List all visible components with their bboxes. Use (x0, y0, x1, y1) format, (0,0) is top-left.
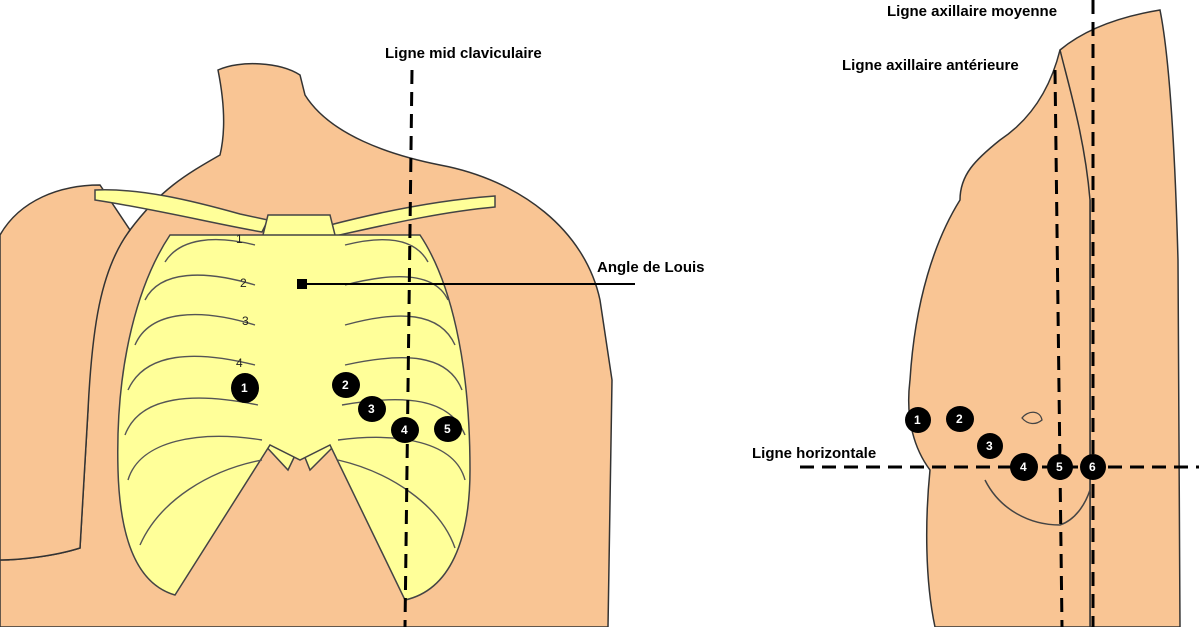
rib-number-1: 1 (236, 232, 243, 246)
angle-louis-label: Angle de Louis (597, 259, 705, 276)
breast-contour (984, 479, 1091, 526)
left-clavicle (94, 189, 270, 233)
svg-text:2: 2 (342, 378, 349, 392)
svg-text:5: 5 (444, 422, 451, 436)
rib-number-4: 4 (236, 356, 243, 370)
rib-number-2: 2 (240, 276, 247, 290)
side-electrode-4: 4 (1010, 453, 1038, 481)
rib-number-3: 3 (242, 314, 249, 328)
svg-text:4: 4 (1020, 460, 1027, 474)
mid-clavicular-line (403, 69, 414, 628)
side-electrode-1: 1 (905, 407, 931, 433)
svg-text:5: 5 (1056, 460, 1063, 474)
front-electrode-3: 3 (358, 396, 386, 422)
side-electrode-3: 3 (977, 433, 1003, 459)
front-electrode-5: 5 (434, 416, 462, 442)
side-electrode-2: 2 (946, 406, 974, 432)
svg-text:3: 3 (986, 439, 993, 453)
nipple (1021, 411, 1043, 425)
front-left-shoulder (0, 184, 131, 561)
front-electrodes: 1 2 3 4 5 (231, 372, 462, 443)
front-view: 1 2 3 4 Ligne mid claviculaire Angle de … (0, 45, 705, 628)
right-clavicle (328, 195, 496, 237)
front-electrode-2: 2 (332, 372, 360, 398)
side-view: Ligne axillaire moyenne Ligne axillaire … (752, 0, 1199, 628)
front-electrode-4: 4 (391, 417, 419, 443)
side-electrodes: 1 2 3 4 5 6 (905, 406, 1106, 481)
axillary-anterior-label: Ligne axillaire antérieure (842, 57, 1019, 74)
svg-text:4: 4 (401, 423, 408, 437)
axillary-anterior-line (1053, 69, 1064, 628)
front-electrode-1: 1 (231, 373, 259, 403)
svg-text:1: 1 (241, 381, 248, 395)
axillary-middle-label: Ligne axillaire moyenne (887, 3, 1057, 20)
side-electrode-5: 5 (1047, 454, 1073, 480)
side-electrode-6: 6 (1080, 454, 1106, 480)
svg-text:6: 6 (1089, 460, 1096, 474)
svg-text:2: 2 (956, 412, 963, 426)
rib-cage (117, 234, 471, 601)
svg-text:1: 1 (914, 413, 921, 427)
horizontal-label: Ligne horizontale (752, 445, 876, 462)
rib-numbers: 1 2 3 4 (236, 232, 249, 370)
svg-text:3: 3 (368, 402, 375, 416)
side-torso (907, 49, 1091, 628)
mid-clavicular-label: Ligne mid claviculaire (385, 45, 542, 62)
